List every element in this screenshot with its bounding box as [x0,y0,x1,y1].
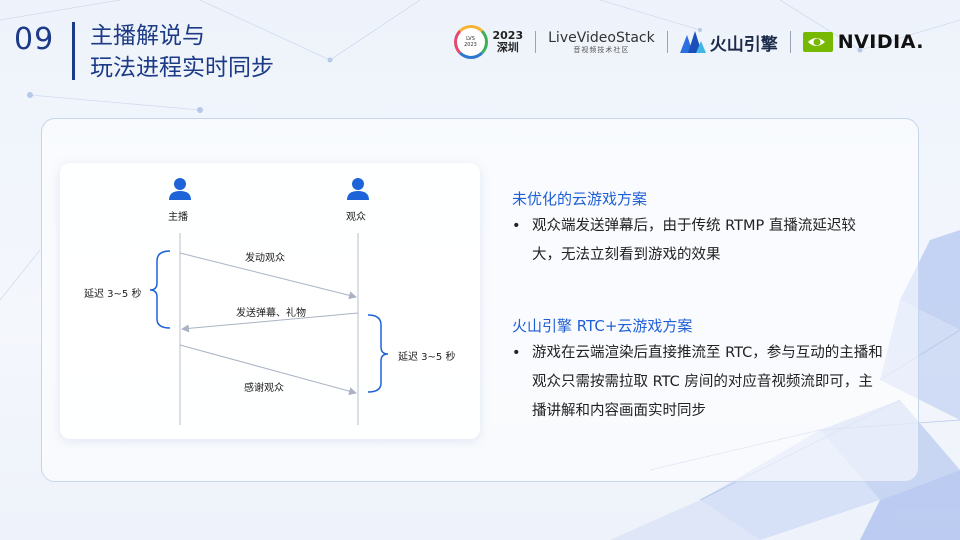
livevideostack-logo: LiveVideoStack 音视频技术社区 [548,30,655,55]
sequence-diagram-graphics [149,178,389,425]
logo-separator [789,31,791,53]
message-arrow-2 [181,312,359,333]
bullet-unoptimized: • 观众端发送弹幕后，由于传统 RTMP 直播流延迟较大，无法立刻看到游戏的效果 [512,212,884,270]
title-divider [72,22,75,80]
event-year: 2023 深圳 [493,30,524,54]
streamer-label: 主播 [168,212,188,223]
message-label-1: 发动观众 [245,253,285,264]
page-title: 主播解说与 玩法进程实时同步 [90,20,274,84]
logo-separator [666,31,668,53]
delay-brace-right [367,314,389,393]
message-label-3: 感谢观众 [244,383,284,394]
livevideostack-name: LiveVideoStack [548,29,655,46]
viewer-person-icon [347,178,369,200]
volcano-engine-logo: 火山引擎 [679,30,778,55]
bullet-dot: • [512,345,521,361]
message-label-2: 发送弹幕、礼物 [236,308,306,319]
nvidia-name: NVIDIA. [837,31,924,53]
viewer-label: 观众 [346,212,366,223]
section-title-unoptimized: 未优化的云游戏方案 [512,190,648,208]
message-arrow-1 [179,252,357,300]
sequence-diagram: 主播 观众 发动观众 发送弹幕、礼物 感谢观众 延迟 3~5 秒 延迟 3~5 … [60,163,480,439]
delay-label-right: 延迟 3~5 秒 [398,352,456,363]
livevideostack-subtitle: 音视频技术社区 [573,45,630,54]
nvidia-logo: NVIDIA. [802,31,924,53]
message-arrow-3 [179,344,357,396]
volcano-engine-name: 火山引擎 [709,34,778,55]
nvidia-eye-icon [802,32,833,52]
event-city-text: 深圳 [496,41,519,54]
page-title-line2: 玩法进程实时同步 [90,55,274,81]
section-number: 09 [14,22,55,57]
event-year-text: 2023 [492,29,524,42]
bullet-text-unoptimized: 观众端发送弹幕后，由于传统 RTMP 直播流延迟较大，无法立刻看到游戏的效果 [532,218,856,263]
bullet-text-rtc: 游戏在云端渲染后直接推流至 RTC，参与互动的主播和观众只需按需拉取 RTC 房… [532,345,883,419]
logo-separator [535,31,537,53]
bullet-rtc: • 游戏在云端渲染后直接推流至 RTC，参与互动的主播和观众只需按需拉取 RTC… [512,339,884,426]
delay-brace-left [149,250,171,329]
section-title-rtc: 火山引擎 RTC+云游戏方案 [512,317,693,335]
volcano-icon [679,31,706,53]
streamer-person-icon [169,178,191,200]
delay-label-left: 延迟 3~5 秒 [84,289,142,300]
bullet-dot: • [512,218,521,234]
page-title-line1: 主播解说与 [90,23,205,49]
